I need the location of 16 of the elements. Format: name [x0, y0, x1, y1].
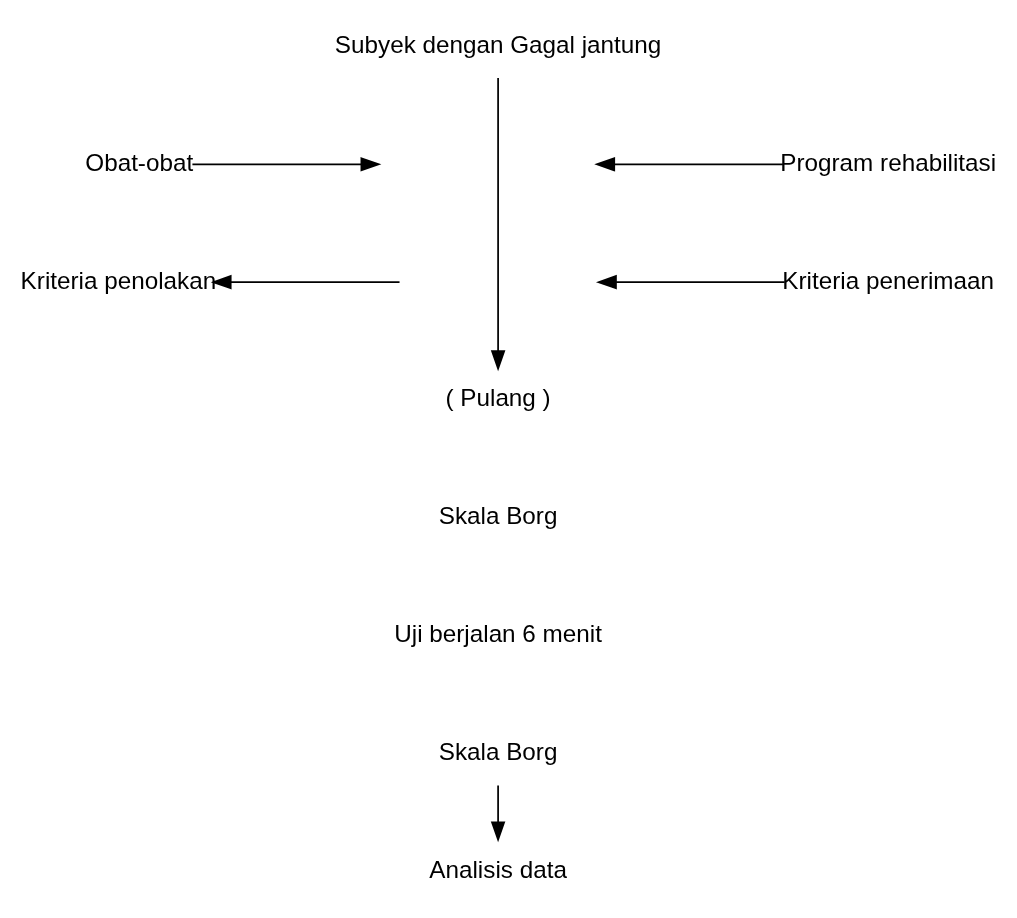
arrow: [210, 274, 401, 290]
node-text: Program rehabilitasi: [780, 148, 997, 176]
arrow: [490, 77, 506, 372]
node-text: ( Pulang ): [445, 384, 551, 412]
node-text: Skala Borg: [438, 738, 558, 766]
node-text: Skala Borg: [438, 502, 558, 530]
arrow: [594, 157, 784, 172]
node-text: Obat-obat: [85, 148, 194, 176]
node-text: Kriteria penerimaan: [782, 266, 995, 294]
node-text: Uji berjalan 6 menit: [394, 620, 602, 648]
node-text: Kriteria penolakan: [20, 266, 217, 294]
arrow: [490, 784, 506, 843]
node-text: Analisis data: [429, 856, 567, 884]
node-text: Subyek dengan Gagal jantung: [334, 30, 662, 58]
arrow: [596, 274, 786, 290]
arrow: [191, 157, 382, 172]
